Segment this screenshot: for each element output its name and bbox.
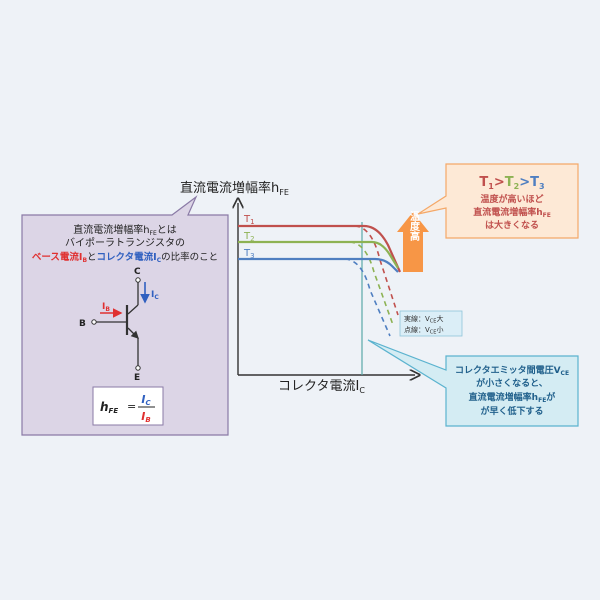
- t2-label: T2: [243, 231, 255, 243]
- t3-curve-solid: [238, 257, 399, 273]
- x-axis-label: コレクタ電流IC: [278, 379, 365, 395]
- svg-text:IB: IB: [141, 410, 150, 424]
- svg-text:hFE: hFE: [100, 400, 118, 415]
- temperature-up-arrow: [397, 212, 429, 272]
- callout-vce: コレクタエミッタ間電圧VCE が小さくなると、 直流電流増幅率hFEが が早く低…: [367, 339, 579, 427]
- callout-left: 直流電流増幅率hFEとは バイポーラトランジスタの ベース電流IBとコレクタ電流…: [21, 195, 229, 436]
- line-style-legend: 実線：VCE大 点線：VCE小: [399, 310, 463, 337]
- callout-cyan-line1: コレクタエミッタ間電圧VCE: [455, 364, 569, 377]
- t1-curve-solid: [238, 224, 402, 273]
- callout-orange-line3: 直流電流増幅率hFE: [473, 206, 551, 219]
- callout-left-line1: 直流電流増幅率hFEとは: [73, 223, 177, 237]
- legend-dashed: 点線：VCE小: [404, 325, 443, 336]
- t3-label: T3: [243, 248, 255, 260]
- callout-orange-line4: は大きくなる: [485, 219, 539, 231]
- callout-cyan-line4: が早く低下する: [480, 405, 543, 417]
- legend-solid: 実線：VCE大: [404, 314, 443, 325]
- y-axis-label: 直流電流増幅率hFE: [180, 180, 289, 197]
- terminal-e: E: [134, 373, 140, 383]
- callout-orange-line2: 温度が高いほど: [480, 193, 543, 205]
- svg-text:IC: IC: [141, 393, 151, 407]
- temperature-order: T1>T2>T3: [479, 175, 544, 191]
- callout-cyan-line3: 直流電流増幅率hFEが: [469, 391, 557, 404]
- callout-cyan-line2: が小さくなると、: [476, 377, 548, 389]
- terminal-b: B: [79, 319, 86, 329]
- callout-left-line2: バイポーラトランジスタの: [65, 237, 185, 249]
- t3-curve-dashed: [344, 258, 391, 337]
- ib-label: IB: [102, 302, 110, 313]
- ic-label: IC: [151, 290, 159, 301]
- t2-curve-solid: [238, 240, 399, 269]
- npn-transistor-symbol: [91, 277, 150, 371]
- temp-arrow-label: 温度高: [408, 210, 420, 242]
- terminal-c: C: [134, 267, 141, 277]
- t2-curve-dashed: [349, 241, 394, 326]
- svg-text:=: =: [127, 400, 136, 413]
- hfe-formula: hFE = IC IB: [92, 386, 164, 426]
- callout-temperature: T1>T2>T3 温度が高いほど 直流電流増幅率hFE は大きくなる: [417, 163, 579, 239]
- t1-label: T1: [243, 214, 255, 226]
- graph: 直流電流増幅率hFE コレクタ電流IC T1 T2 T3 温度高: [180, 180, 463, 395]
- t1-curve-dashed: [354, 225, 399, 316]
- callout-left-line3: ベース電流IBとコレクタ電流ICの比率のこと: [32, 251, 218, 264]
